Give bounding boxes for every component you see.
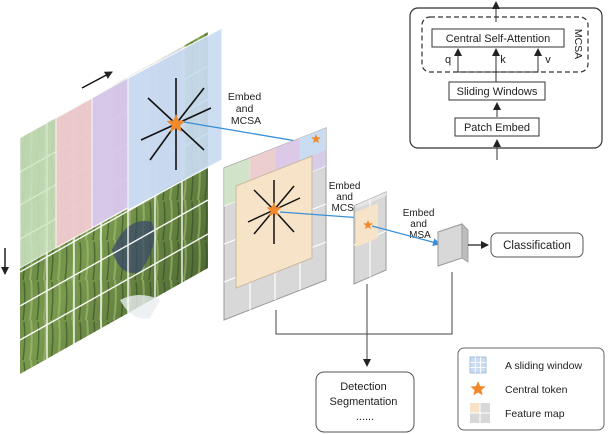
q-label: q <box>445 54 451 66</box>
feature-map-1 <box>223 127 327 321</box>
k-label: k <box>500 54 506 66</box>
mcsa-block: MCSA Central Self-Attention q k v Slidin… <box>409 1 603 160</box>
legend: A sliding window Central token Feature m… <box>457 347 605 431</box>
stage3-label: Embed and MSA <box>403 208 437 241</box>
stage2-label: Embed and MCSA <box>329 181 363 214</box>
attention-rays-1 <box>140 78 212 170</box>
central-self-attention-box <box>431 28 565 48</box>
central-token-star-3 <box>363 220 373 229</box>
legend-central-token-label: Central token <box>505 384 568 396</box>
legend-star-icon <box>470 381 486 396</box>
stage1-label: Embed and MCSA <box>228 91 264 127</box>
stage1-arrow <box>183 121 315 147</box>
legend-feature-map-label: Feature map <box>505 408 565 420</box>
downstream-connector <box>275 272 453 367</box>
mcsa-group-label: MCSA <box>572 29 584 59</box>
legend-feature-map-swatch <box>470 403 490 423</box>
downstream-label: Detection Segmentation ...... <box>330 381 401 423</box>
feature-map-3 <box>437 223 469 267</box>
classification-label: Classification <box>503 240 571 252</box>
legend-sliding-window-label: A sliding window <box>505 360 582 372</box>
classification-box: Classification <box>490 232 584 258</box>
patch-embed-box <box>454 117 540 137</box>
downstream-box: Detection Segmentation ...... <box>315 371 415 433</box>
central-token-star-2 <box>266 202 282 217</box>
sliding-windows-label: Sliding Windows <box>457 86 538 98</box>
central-self-attention-label: Central Self-Attention <box>446 33 551 45</box>
patch-embed-label: Patch Embed <box>464 122 530 134</box>
central-token-star-1 <box>166 114 186 133</box>
stage3-arrow <box>371 225 441 247</box>
slide-horizontal-arrow <box>81 71 113 89</box>
input-image-stack <box>19 27 223 374</box>
feature-map-2 <box>353 191 387 285</box>
legend-window-swatch <box>469 356 487 374</box>
stage2-arrow <box>279 211 363 222</box>
v-label: v <box>545 54 551 66</box>
sliding-windows-box <box>448 81 546 101</box>
